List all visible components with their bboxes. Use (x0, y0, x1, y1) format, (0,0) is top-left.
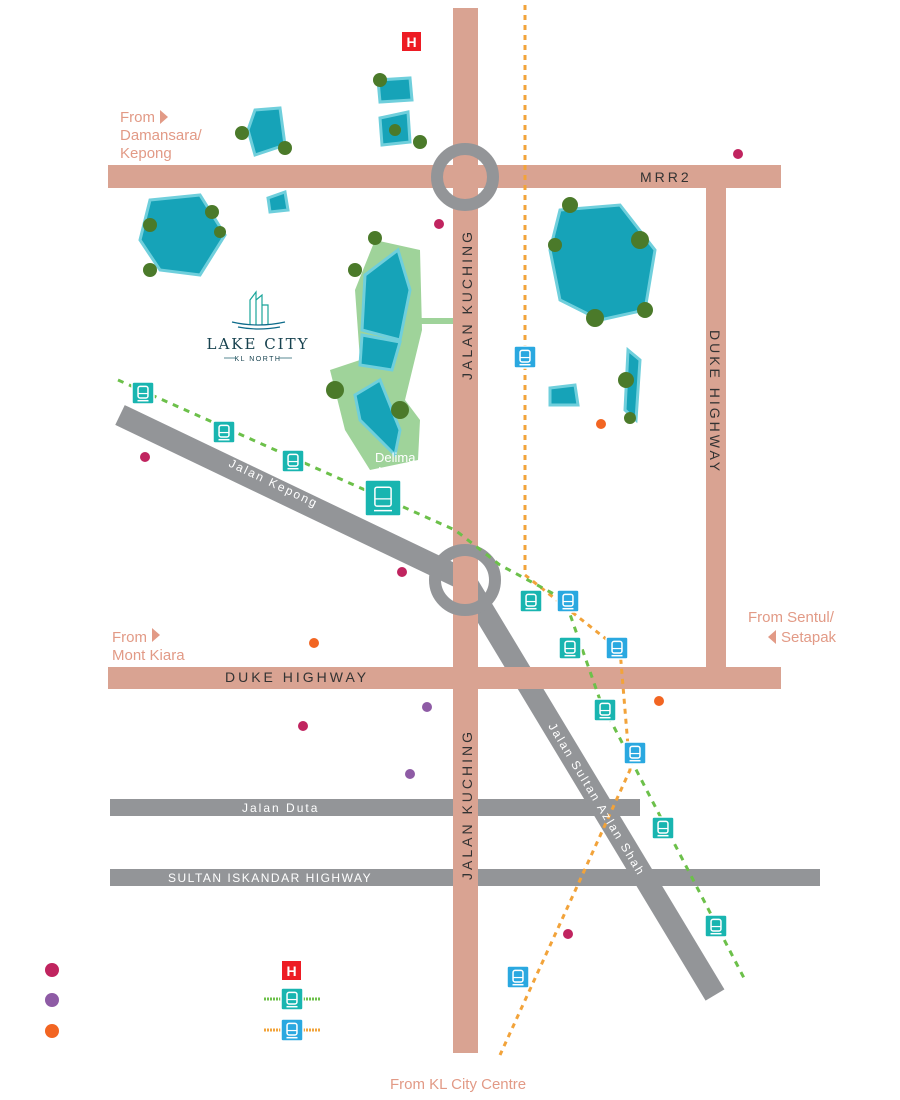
label-jalan-duta: Jalan Duta (242, 801, 319, 815)
lrt-station-icon[interactable] (131, 381, 155, 405)
lrt-station-icon[interactable] (651, 816, 675, 840)
lake-city-logo (231, 290, 286, 330)
lake-park-middle (358, 333, 402, 372)
poi-dot-magenta[interactable] (563, 929, 573, 939)
label-from-damansara-1: From (120, 109, 155, 126)
road-jalan-duta (110, 799, 640, 816)
legend-dot-purple (45, 993, 59, 1007)
lrt-station-icon[interactable] (519, 589, 543, 613)
lake-east-small (548, 383, 580, 407)
lake-east (548, 203, 657, 322)
mrt-station-icon[interactable] (605, 636, 629, 660)
lrt-station-icon[interactable] (364, 479, 402, 517)
road-jalan-kepong (115, 405, 470, 590)
road-jalan-kuching (453, 8, 478, 1053)
legend-dot-orange (45, 1024, 59, 1038)
poi-dot-orange[interactable] (309, 638, 319, 648)
lrt-station-icon[interactable] (593, 698, 617, 722)
poi-dot-magenta[interactable] (397, 567, 407, 577)
road-duke-horizontal (108, 667, 781, 689)
svg-text:H: H (406, 34, 416, 50)
mrt-station-icon[interactable] (623, 741, 647, 765)
lake-small (266, 189, 290, 214)
hospital-icon: H (402, 32, 421, 51)
poi-dot-orange[interactable] (596, 419, 606, 429)
roundabout-south (429, 544, 501, 616)
lrt-station-icon[interactable] (704, 914, 728, 938)
lake-park-south (353, 377, 402, 459)
park-label-1: Delima (375, 450, 416, 465)
lrt-station-icon[interactable] (558, 636, 582, 660)
legend-lrt-station-icon[interactable] (280, 987, 304, 1011)
lrt-station-icon[interactable] (212, 420, 236, 444)
label-mrr2: MRR2 (640, 169, 692, 185)
park-label-2: Italia (378, 464, 406, 479)
legend-mrt-station-icon[interactable] (280, 1018, 304, 1042)
park-path (418, 318, 458, 324)
poi-dot-magenta[interactable] (434, 219, 444, 229)
poi-dot-purple[interactable] (405, 769, 415, 779)
mrt-station-icon[interactable] (556, 589, 580, 613)
poi-dot-orange[interactable] (654, 696, 664, 706)
poi-dot-magenta[interactable] (298, 721, 308, 731)
lake-park-north (360, 247, 412, 342)
road-mrr2 (108, 165, 781, 188)
label-from-mont-kiara-2: Mont Kiara (112, 647, 185, 664)
logo-subtitle: KL NORTH (234, 356, 281, 363)
label-jalan-kuching-south: JALAN KUCHING (459, 729, 475, 880)
road-duke-vertical (706, 165, 726, 668)
legend-hospital-icon: H (282, 961, 301, 980)
roundabout-north (431, 143, 499, 211)
label-from-kl-city: From KL City Centre (390, 1076, 526, 1093)
poi-dot-magenta[interactable] (140, 452, 150, 462)
lrt-station-icon[interactable] (281, 449, 305, 473)
logo-title: LAKE CITY (206, 335, 309, 353)
label-duke-vertical: DUKE HIGHWAY (707, 330, 723, 474)
label-sultan-iskandar: SULTAN ISKANDAR HIGHWAY (168, 871, 372, 885)
label-from-damansara-2: Damansara/ (120, 127, 203, 144)
lake-north-1 (246, 106, 287, 157)
road-jalan-sultan-azlan-shah (455, 574, 725, 1001)
label-from-mont-kiara-1: From (112, 629, 147, 646)
arrow-right-icon (160, 110, 168, 124)
mrt-station-icon[interactable] (513, 345, 537, 369)
arrow-left-icon (768, 630, 776, 644)
label-from-sentul-2: Setapak (781, 629, 837, 646)
legend: H (45, 961, 320, 1038)
lake-west (138, 193, 227, 277)
label-from-damansara-3: Kepong (120, 145, 172, 162)
label-duke-horizontal: DUKE HIGHWAY (225, 669, 369, 685)
label-from-sentul-1: From Sentul/ (748, 609, 835, 626)
svg-text:H: H (286, 963, 296, 979)
poi-dot-magenta[interactable] (733, 149, 743, 159)
legend-dot-magenta (45, 963, 59, 977)
lake-east-tail (623, 346, 642, 424)
poi-dot-purple[interactable] (422, 702, 432, 712)
lake-north-2 (376, 76, 414, 104)
mrt-line (498, 5, 632, 1056)
label-jalan-kuching-north: JALAN KUCHING (459, 229, 475, 380)
mrt-station-icon[interactable] (506, 965, 530, 989)
arrow-right-icon (152, 628, 160, 642)
